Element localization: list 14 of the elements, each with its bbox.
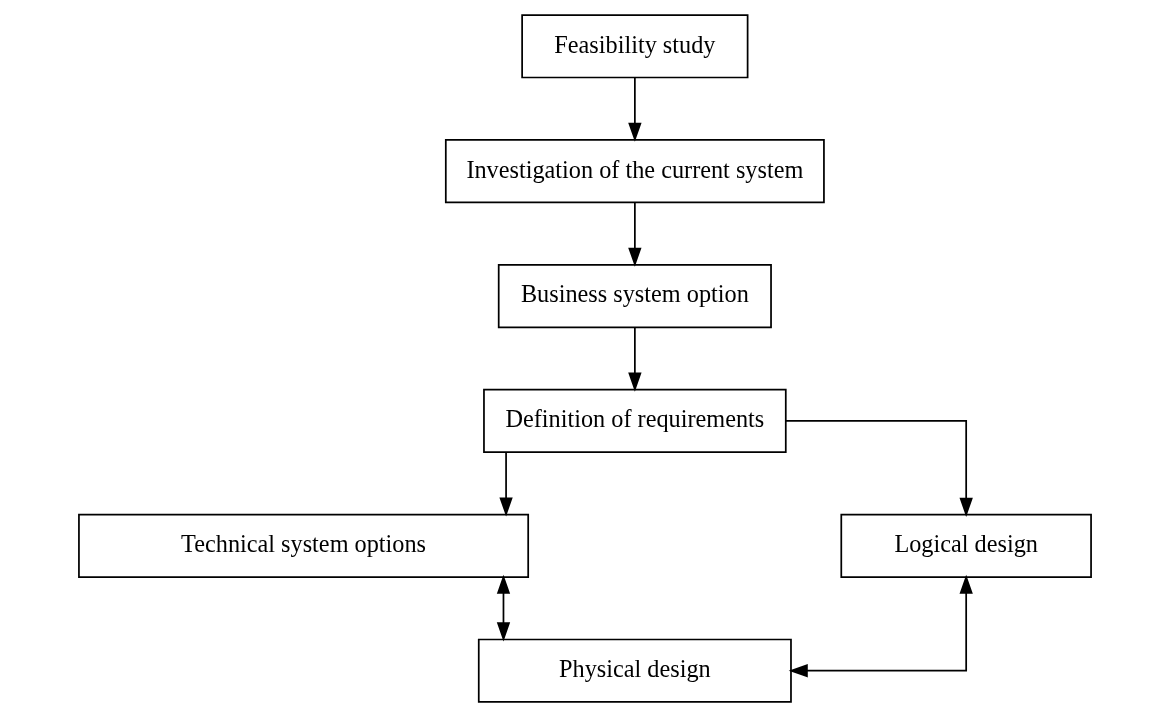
node-box: Business system option — [497, 263, 772, 329]
node-box: Investigation of the current system — [444, 139, 825, 204]
node-box: Feasibility study — [520, 14, 748, 79]
arrow — [627, 76, 642, 142]
arrow — [627, 326, 642, 392]
arrow — [498, 451, 513, 517]
node-box: Definition of requirements — [482, 388, 787, 454]
arrow — [627, 201, 642, 267]
arrow — [788, 574, 973, 678]
arrow — [784, 420, 973, 517]
arrow — [496, 574, 510, 642]
node-box: Logical design — [839, 513, 1092, 578]
node-box: Physical design — [477, 638, 792, 703]
node-box: Technical system options — [77, 513, 529, 578]
